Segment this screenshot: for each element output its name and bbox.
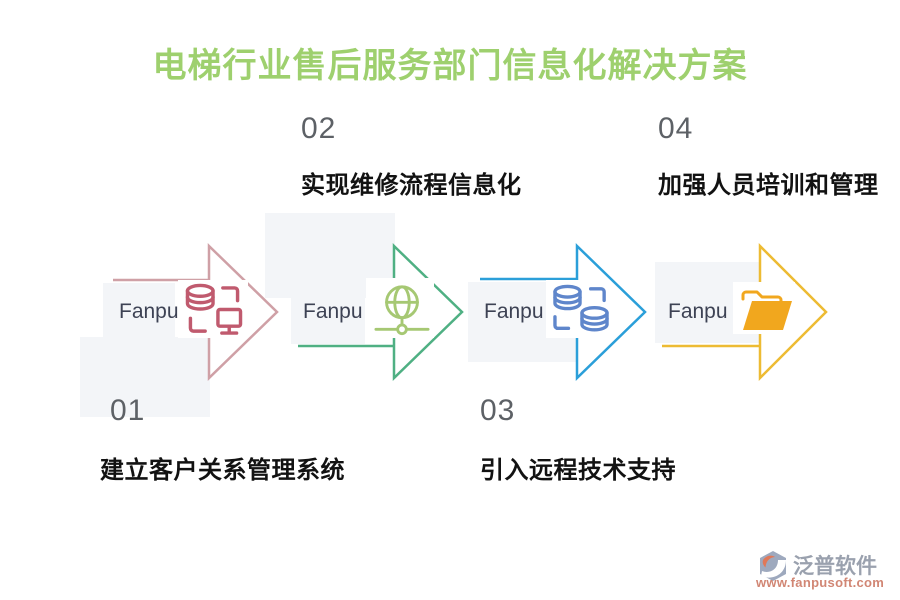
footer-logo-text: 泛普软件: [793, 555, 877, 578]
footer-watermark: 泛普软件 www.fanpusoft.com: [756, 548, 896, 590]
page-title: 电梯行业售后服务部门信息化解决方案: [152, 47, 748, 85]
panel-step1-brand: [103, 283, 175, 340]
fanpu-logo-icon: [760, 551, 786, 581]
brand-label-step1: Fanpu: [119, 299, 179, 323]
folder-icon: [741, 290, 792, 330]
footer-website: www.fanpusoft.com: [756, 575, 885, 590]
panel-step2-brand: [291, 294, 365, 344]
step3-number: 03: [480, 394, 516, 427]
brand-label-step2: Fanpu: [303, 299, 363, 323]
step4-number: 04: [658, 112, 694, 145]
step3-label: 引入远程技术支持: [480, 457, 676, 484]
step1-label: 建立客户关系管理系统: [100, 457, 345, 484]
globe-network-icon: [374, 285, 430, 336]
step2-number: 02: [301, 112, 337, 145]
step4-label: 加强人员培训和管理: [658, 172, 879, 199]
database-sync-icon: [553, 284, 609, 332]
brand-label-step3: Fanpu: [484, 299, 544, 323]
step2-label: 实现维修流程信息化: [301, 172, 522, 199]
panel-step1-lower: [80, 337, 210, 417]
step1-number: 01: [110, 394, 146, 427]
database-monitor-icon: [185, 283, 243, 335]
brand-label-step4: Fanpu: [668, 299, 728, 323]
